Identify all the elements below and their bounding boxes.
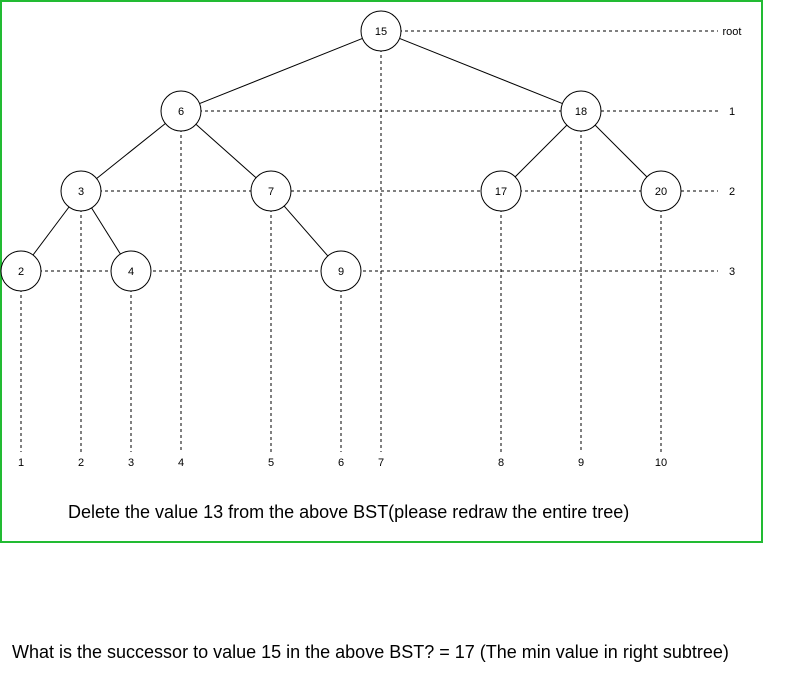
tree-nodes: 15 6 18 3 7 17 20 2 4 9 — [0, 10, 682, 292]
node-value: 4 — [128, 266, 134, 278]
node-circle — [0, 250, 42, 292]
node-circle — [560, 90, 602, 132]
axis-labels: root 1 2 3 1 2 3 4 5 6 7 8 9 10 — [18, 26, 742, 469]
tree-edge — [32, 206, 70, 256]
column-label: 10 — [655, 457, 667, 469]
tree-node: 15 — [360, 10, 402, 52]
guide-lines — [20, 30, 718, 452]
column-label: 2 — [78, 457, 84, 469]
tree-node: 9 — [320, 250, 362, 292]
tree-node: 6 — [160, 90, 202, 132]
successor-question-text: What is the successor to value 15 in the… — [12, 642, 729, 662]
node-circle — [480, 170, 522, 212]
node-circle — [60, 170, 102, 212]
node-value: 7 — [268, 186, 274, 198]
tree-node: 18 — [560, 90, 602, 132]
tree-edge — [594, 124, 648, 178]
column-label: 7 — [378, 457, 384, 469]
delete-question-text: Delete the value 13 from the above BST(p… — [68, 502, 629, 522]
tree-edge — [195, 123, 257, 179]
node-circle — [640, 170, 682, 212]
node-value: 17 — [495, 186, 507, 198]
tree-node: 17 — [480, 170, 522, 212]
column-label: 8 — [498, 457, 504, 469]
tree-edge — [91, 207, 121, 255]
tree-node: 3 — [60, 170, 102, 212]
column-label: 1 — [18, 457, 24, 469]
column-label: 4 — [178, 457, 184, 469]
node-circle — [250, 170, 292, 212]
tree-node: 7 — [250, 170, 292, 212]
tree-edges — [32, 37, 648, 257]
node-value: 3 — [78, 186, 84, 198]
tree-edge — [399, 37, 563, 105]
column-label: 6 — [338, 457, 344, 469]
tree-node: 2 — [0, 250, 42, 292]
node-value: 18 — [575, 106, 587, 118]
node-circle — [160, 90, 202, 132]
node-circle — [320, 250, 362, 292]
level-label: 2 — [729, 186, 735, 198]
tree-edge — [96, 123, 166, 179]
node-circle — [110, 250, 152, 292]
tree-edge — [283, 205, 329, 257]
column-label: 9 — [578, 457, 584, 469]
tree-edge — [514, 124, 568, 178]
node-value: 20 — [655, 186, 667, 198]
level-label: 1 — [729, 106, 735, 118]
tree-node: 20 — [640, 170, 682, 212]
tree-edge — [199, 37, 363, 105]
column-label: 5 — [268, 457, 274, 469]
node-value: 2 — [18, 266, 24, 278]
column-label: 3 — [128, 457, 134, 469]
node-value: 15 — [375, 26, 387, 38]
level-label: root — [723, 26, 742, 38]
node-circle — [360, 10, 402, 52]
node-value: 9 — [338, 266, 344, 278]
level-label: 3 — [729, 266, 735, 278]
node-value: 6 — [178, 106, 184, 118]
tree-node: 4 — [110, 250, 152, 292]
